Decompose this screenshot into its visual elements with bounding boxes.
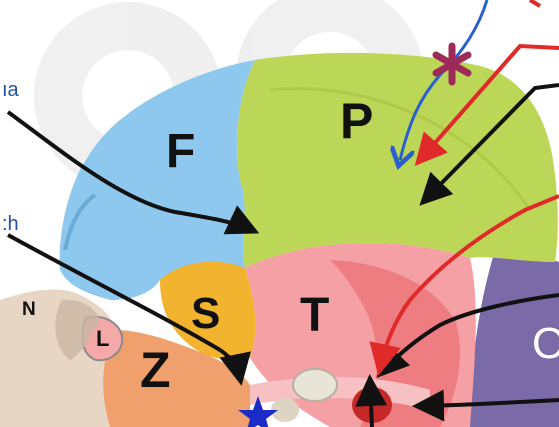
frontal-bone xyxy=(59,60,255,300)
red-arrow-to-temporal xyxy=(369,194,559,376)
black-arrow-up xyxy=(355,374,388,427)
star-icon xyxy=(238,396,278,427)
left-label-top: ıa xyxy=(2,79,19,101)
styloid-area xyxy=(271,398,299,422)
label-frontal: F xyxy=(166,125,196,178)
sphenoid-bone xyxy=(160,261,256,360)
occipital-bone xyxy=(470,250,559,427)
red-arrow-stub xyxy=(528,0,542,8)
mandible-condyle xyxy=(292,368,338,402)
black-arrow-to-ear xyxy=(412,389,559,422)
label-temporal: T xyxy=(300,289,330,342)
label-sphenoid: S xyxy=(191,289,221,338)
label-zygomatic: Z xyxy=(140,342,171,398)
red-arrow-to-parietal xyxy=(414,43,559,167)
zygomatic-bone xyxy=(103,330,251,427)
label-occipital: O xyxy=(532,319,559,368)
orbit-rim xyxy=(63,193,97,251)
blue-arrow xyxy=(400,0,489,160)
asterisk-icon xyxy=(432,42,472,86)
label-lacrimal: L xyxy=(96,326,110,351)
orbit-shadow xyxy=(55,299,100,360)
parietal-bone xyxy=(236,52,558,268)
black-arrow-to-zygomatic-arch xyxy=(7,233,251,386)
label-parietal: P xyxy=(340,93,374,149)
left-label-middle: :h xyxy=(2,213,19,235)
black-arrow-to-parietal xyxy=(419,83,559,206)
parietal-ridge xyxy=(269,87,532,211)
black-arrow-to-suture xyxy=(6,110,260,235)
label-nasal: N xyxy=(22,299,36,320)
